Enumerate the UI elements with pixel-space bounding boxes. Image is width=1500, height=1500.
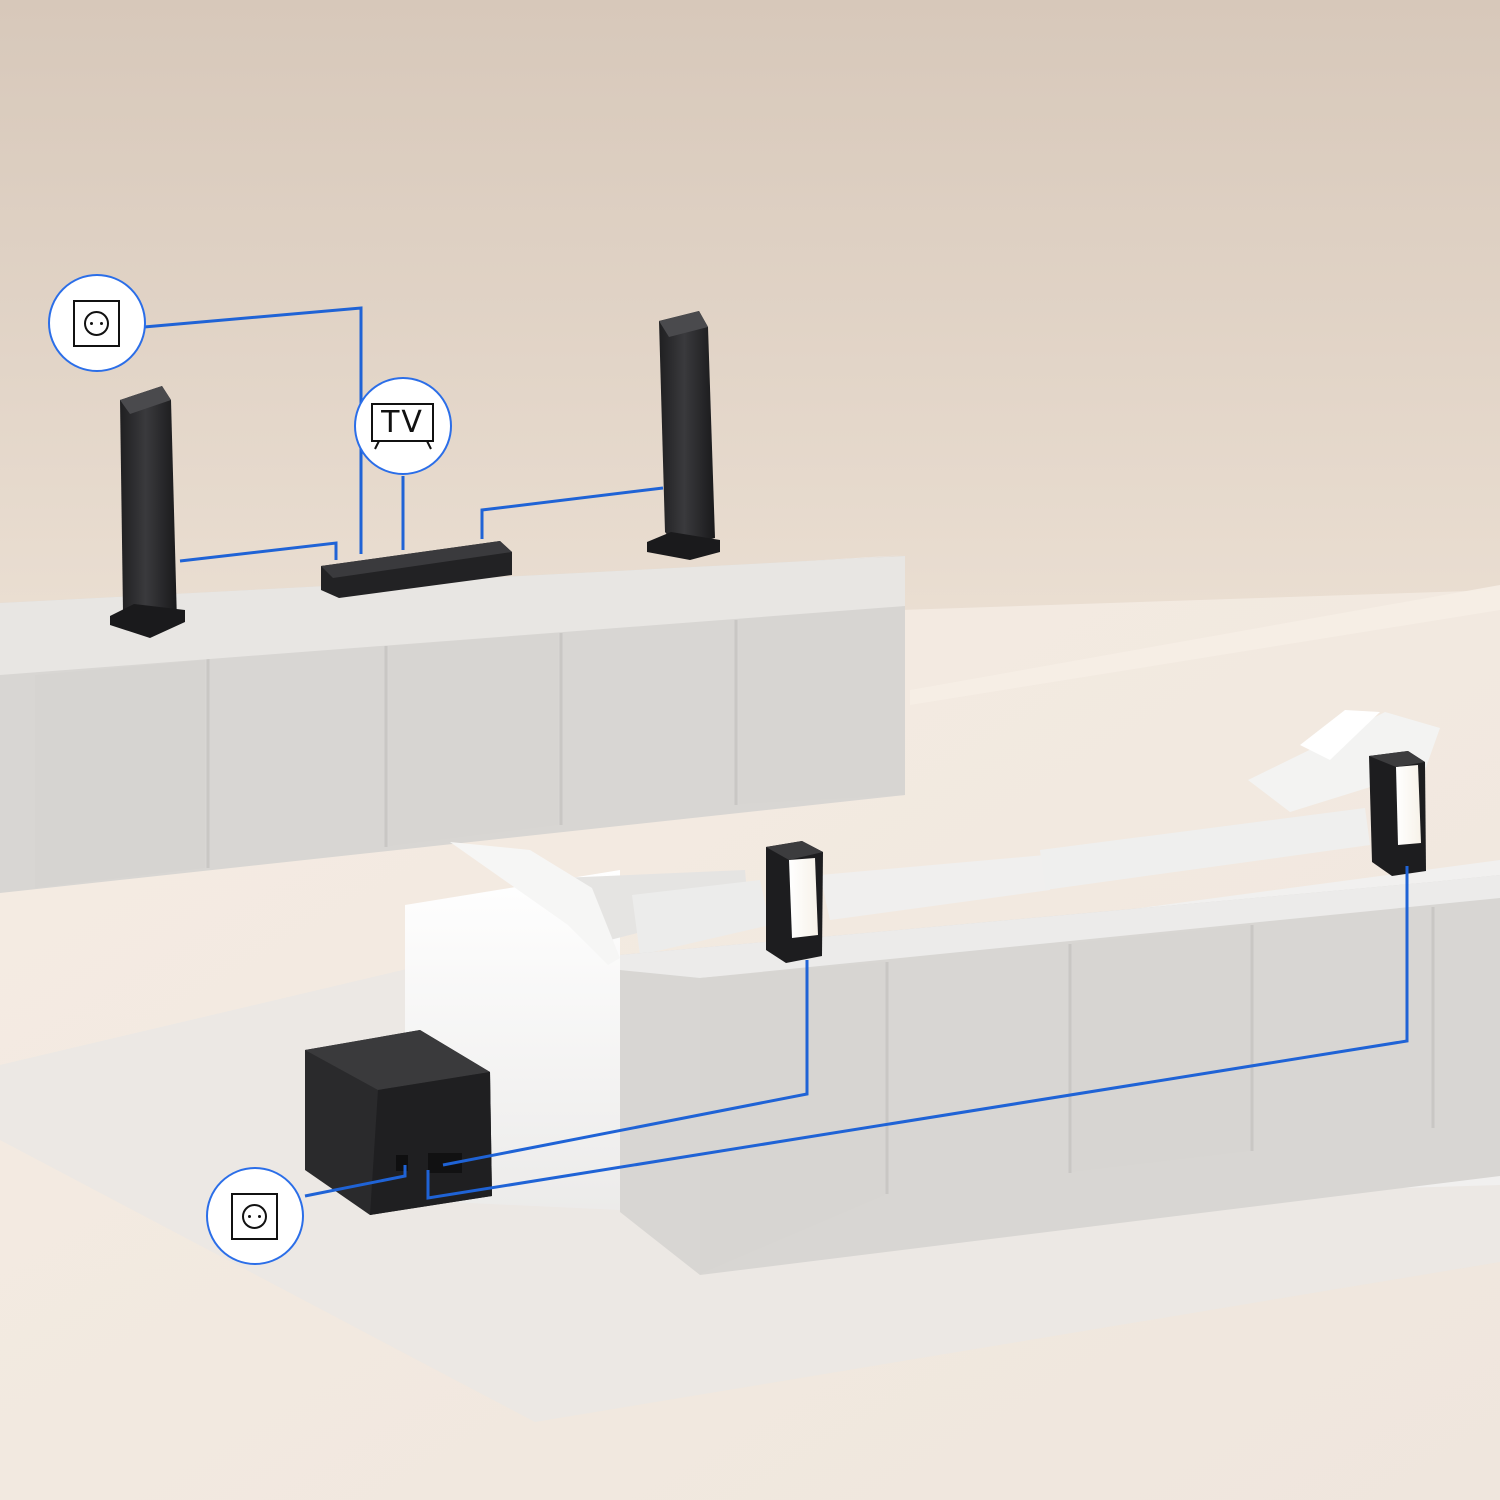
rear-left-speaker <box>766 841 823 963</box>
tv-icon-label: TV <box>380 405 424 440</box>
cable-wall-socket-to-soundbar <box>143 306 363 554</box>
rear-right-speaker <box>1369 751 1426 876</box>
cable-rear-right-to-subwoofer <box>426 866 1409 1200</box>
bottom-left-socket-badge <box>206 1167 304 1265</box>
soundbar <box>321 541 512 598</box>
subwoofer <box>305 1030 492 1215</box>
tv-badge: TV <box>354 377 452 475</box>
rear-console <box>620 875 1500 1275</box>
cable-socket-to-subwoofer <box>304 1165 407 1198</box>
power-socket-icon <box>73 300 120 347</box>
tv-cabinet <box>0 555 905 893</box>
tv-icon: TV <box>371 403 434 450</box>
front-right-speaker <box>647 311 720 560</box>
wall-floor-glow <box>910 585 1500 705</box>
top-left-socket-badge <box>48 274 146 372</box>
front-left-speaker <box>110 386 185 638</box>
cable-right-speaker-to-soundbar <box>480 486 664 539</box>
cable-rear-left-to-subwoofer <box>442 960 809 1167</box>
power-socket-icon <box>231 1193 278 1240</box>
cable-left-speaker-to-soundbar <box>179 541 338 563</box>
connection-cables <box>143 306 1409 1200</box>
